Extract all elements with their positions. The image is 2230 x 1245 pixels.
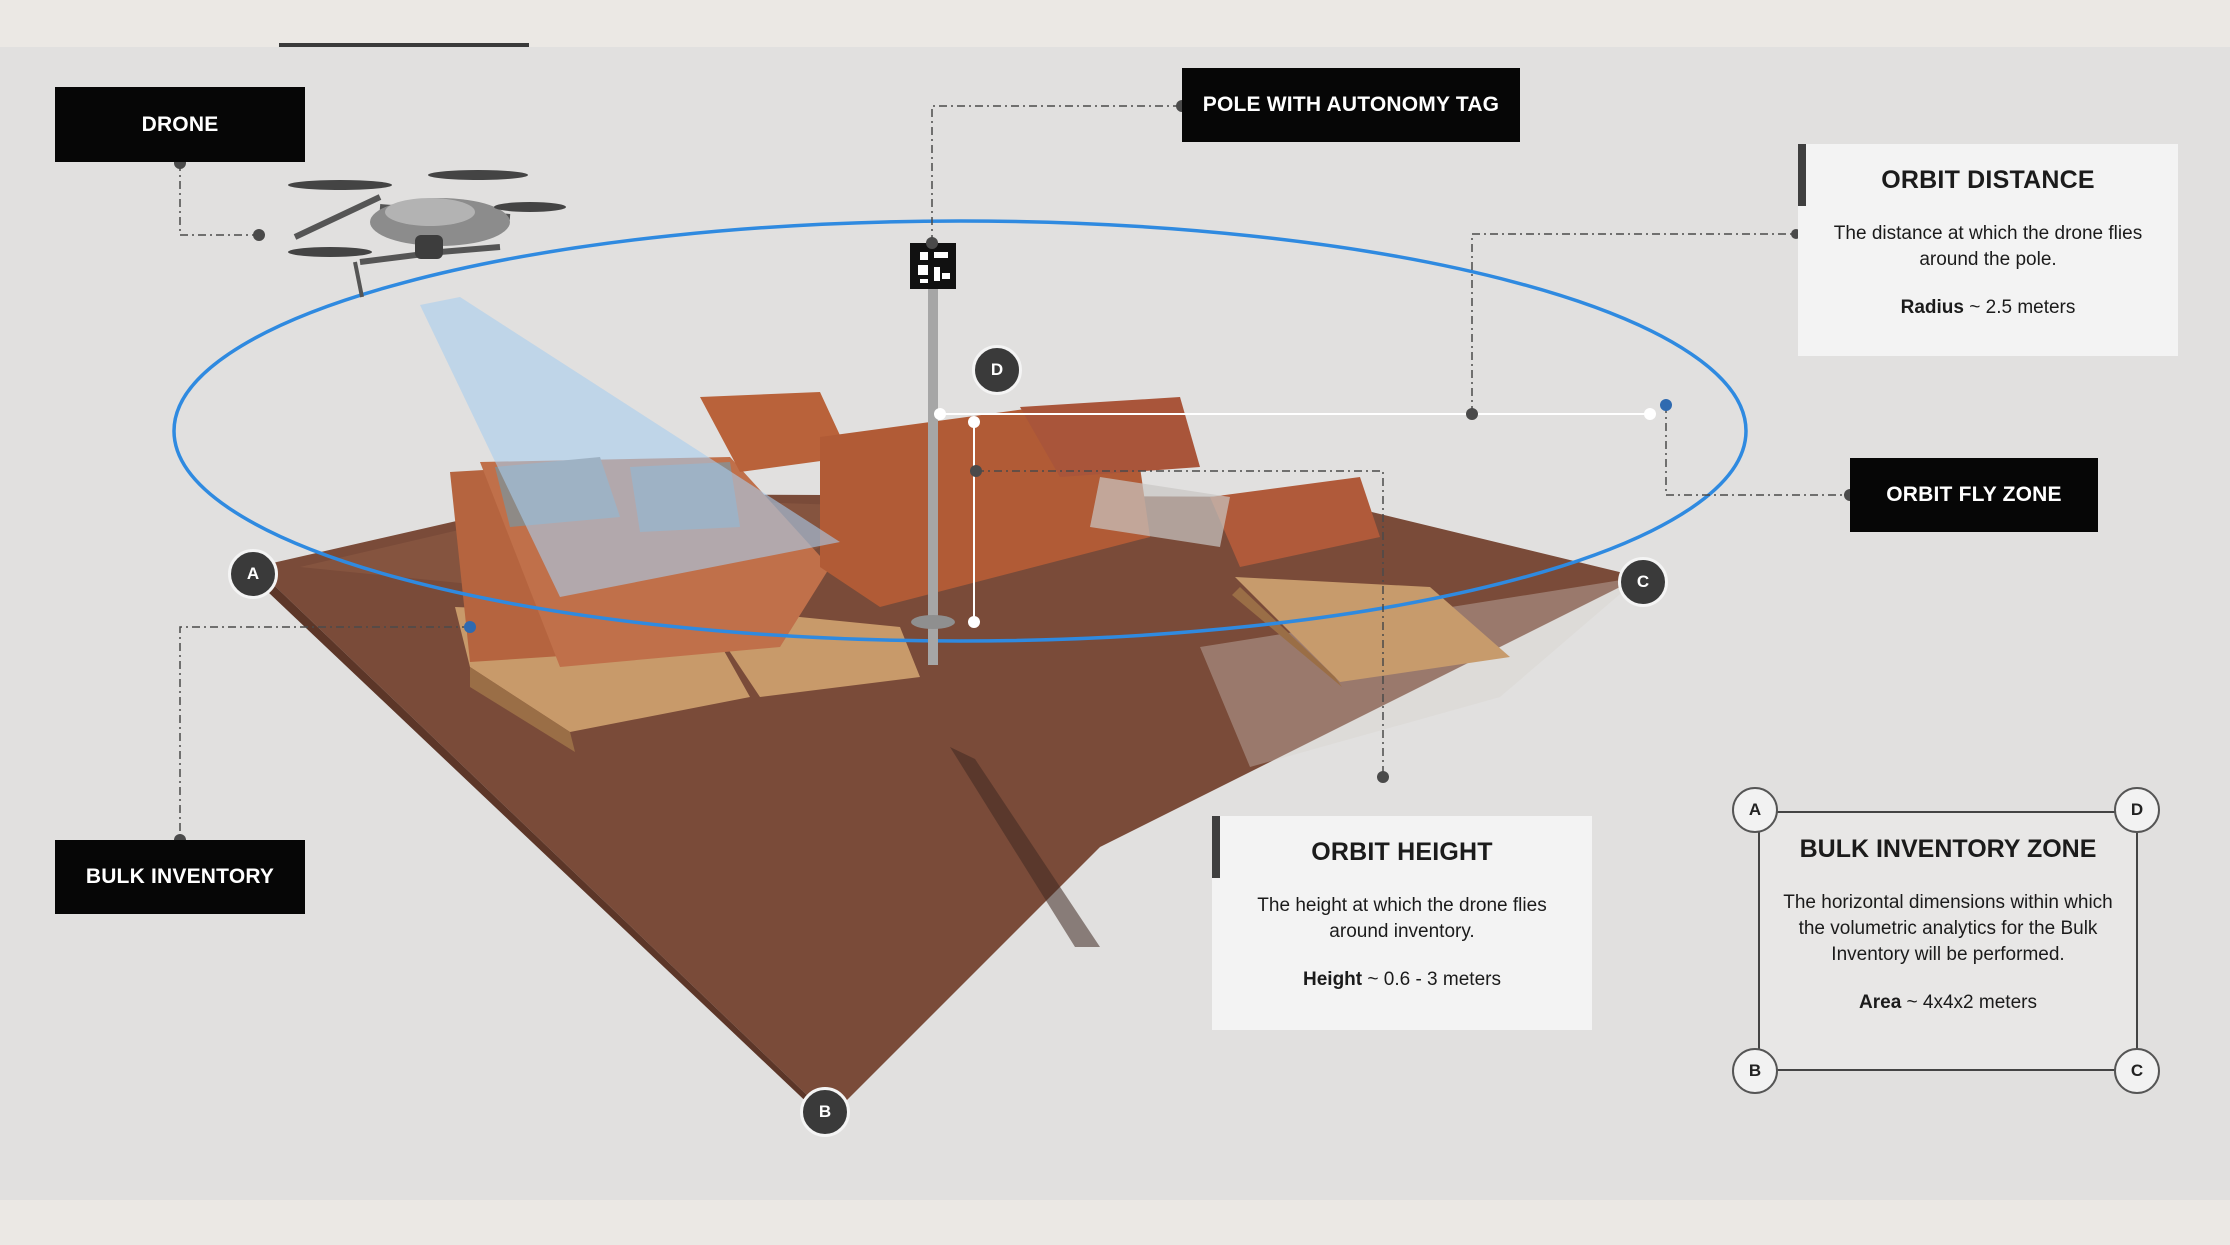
zone-corner-c: C xyxy=(2114,1048,2160,1094)
marker-d: D xyxy=(972,345,1022,395)
pole-tag-label: POLE WITH AUTONOMY TAG xyxy=(1182,68,1520,142)
marker-a: A xyxy=(228,549,278,599)
diagram-stage: A B C D DRONE POLE WITH AUTONOMY TAG ORB… xyxy=(0,47,2230,1200)
card-title: ORBIT DISTANCE xyxy=(1798,166,2178,195)
metric-value: ~ 4x4x2 meters xyxy=(1901,992,2037,1013)
card-accent xyxy=(1212,816,1220,878)
metric-label: Height xyxy=(1303,969,1362,990)
card-metric: Height ~ 0.6 - 3 meters xyxy=(1212,969,1592,991)
marker-c: C xyxy=(1618,557,1668,607)
card-description: The distance at which the drone flies ar… xyxy=(1822,221,2154,273)
marker-b: B xyxy=(800,1087,850,1137)
metric-label: Radius xyxy=(1901,297,1964,318)
zone-corner-d: D xyxy=(2114,787,2160,833)
card-description: The height at which the drone flies arou… xyxy=(1236,893,1568,945)
drone-label: DRONE xyxy=(55,87,305,162)
bulk-inventory-zone-card: BULK INVENTORY ZONE The horizontal dimen… xyxy=(1758,811,2138,1071)
bulk-inventory-label: BULK INVENTORY xyxy=(55,840,305,914)
zone-corner-a: A xyxy=(1732,787,1778,833)
orbit-fly-zone-label: ORBIT FLY ZONE xyxy=(1850,458,2098,532)
card-title: BULK INVENTORY ZONE xyxy=(1760,835,2136,864)
metric-label: Area xyxy=(1859,992,1901,1013)
orbit-height-card: ORBIT HEIGHT The height at which the dro… xyxy=(1212,816,1592,1030)
card-title: ORBIT HEIGHT xyxy=(1212,838,1592,867)
card-accent xyxy=(1798,144,1806,206)
orbit-radius-indicator xyxy=(934,229,1801,420)
zone-corner-b: B xyxy=(1732,1048,1778,1094)
metric-value: ~ 0.6 - 3 meters xyxy=(1362,969,1501,990)
metric-value: ~ 2.5 meters xyxy=(1964,297,2075,318)
card-metric: Area ~ 4x4x2 meters xyxy=(1760,992,2136,1014)
orbit-distance-card: ORBIT DISTANCE The distance at which the… xyxy=(1798,144,2178,356)
card-metric: Radius ~ 2.5 meters xyxy=(1798,297,2178,319)
card-description: The horizontal dimensions within which t… xyxy=(1780,890,2116,968)
